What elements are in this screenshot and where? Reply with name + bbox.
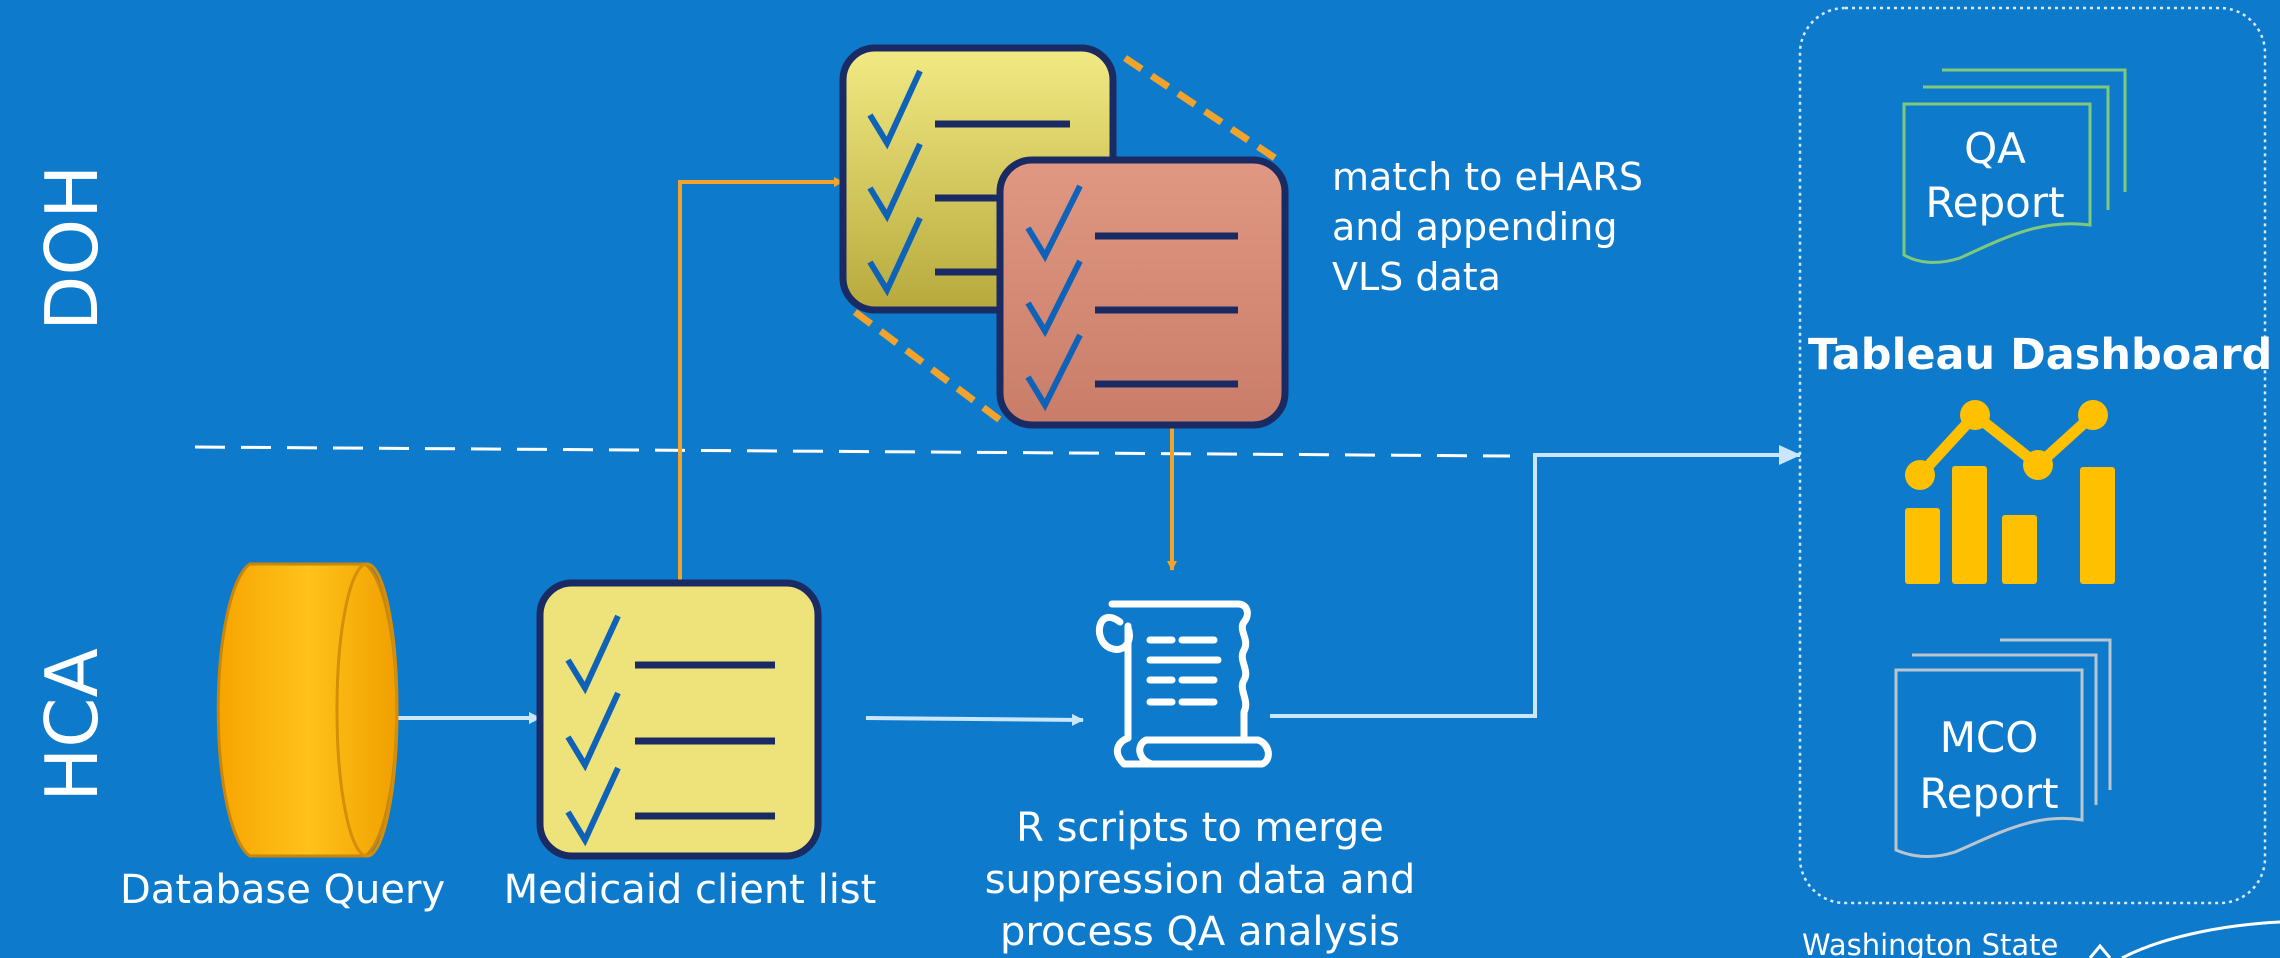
script-scroll-icon (1095, 600, 1272, 768)
connector-clients-to-scripts (865, 713, 1084, 726)
database-cylinder-icon (216, 562, 399, 858)
zoom-line-bottom (852, 309, 1003, 423)
r-scripts-caption-line: R scripts to merge (1016, 805, 1384, 851)
connector-client-to-doh (678, 177, 844, 600)
mco-report-line: Report (1919, 769, 2059, 818)
match-caption-line: VLS data (1332, 255, 1501, 299)
r-scripts-caption: R scripts to merge suppression data and … (975, 802, 1425, 958)
outputs-panel (1798, 6, 2267, 905)
r-scripts-caption-line: suppression data and (984, 857, 1416, 903)
qa-report-label: QA Report (1905, 122, 2085, 230)
lane-label-hca: HCA (30, 648, 114, 802)
lane-divider (194, 445, 1511, 458)
footer-org-text: Washington State (1802, 928, 2059, 958)
document-stack-icon (1902, 68, 2127, 264)
line-bar-chart-icon (1905, 400, 2115, 584)
checklist-icon (536, 579, 822, 860)
qa-report-line: Report (1925, 178, 2065, 227)
document-stack-icon (1894, 638, 2112, 858)
washington-state-logo-partial (2088, 920, 2280, 958)
mco-report-label: MCO Report (1898, 710, 2080, 822)
client-list-label: Medicaid client list (503, 867, 877, 913)
r-scripts-caption-line: process QA analysis (1000, 909, 1400, 955)
checklist-icon (996, 156, 1289, 429)
dashboard-title: Tableau Dashboard (1808, 330, 2273, 380)
database-query-label: Database Query (120, 867, 446, 913)
match-caption-line: match to eHARS (1332, 155, 1643, 199)
zoom-line-top (1123, 55, 1280, 163)
qa-report-line: QA (1964, 124, 2026, 173)
match-caption-line: and appending (1332, 205, 1618, 249)
lane-label-doh: DOH (30, 164, 114, 331)
mco-report-line: MCO (1939, 713, 2039, 762)
connector-scripts-to-outputs (1270, 445, 1801, 718)
match-caption: match to eHARS and appending VLS data (1332, 152, 1652, 302)
